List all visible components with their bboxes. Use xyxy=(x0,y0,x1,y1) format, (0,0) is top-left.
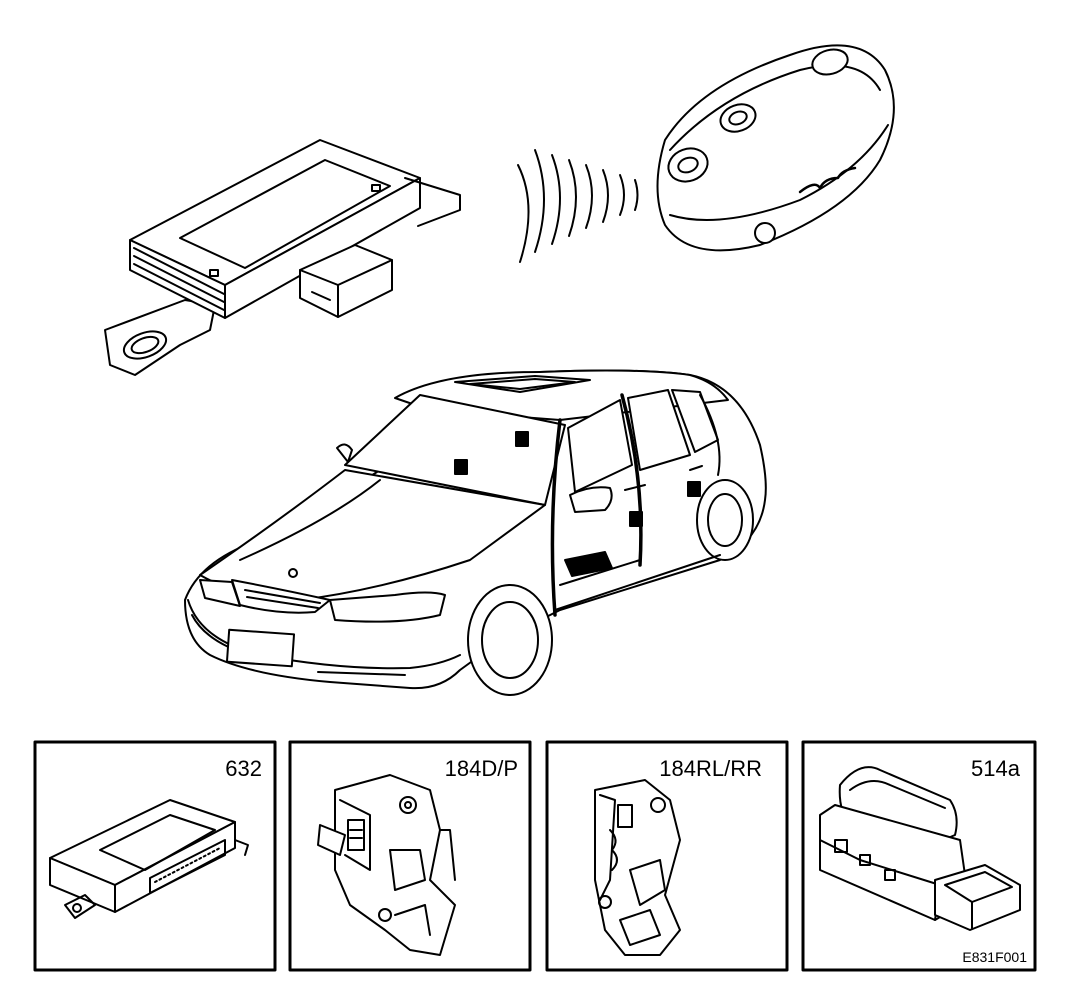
panel-rear-door-lock: 184RL/RR xyxy=(545,740,789,972)
figure-code: E831F001 xyxy=(962,949,1027,965)
key-fob xyxy=(656,44,895,252)
car xyxy=(184,369,767,696)
panel-label-184dp: 184D/P xyxy=(445,756,518,781)
panel-control-module: 632 xyxy=(33,740,277,972)
panel-label-514a: 514a xyxy=(971,756,1021,781)
radio-waves xyxy=(517,149,639,263)
receiver-module xyxy=(104,139,461,376)
panel-label-632: 632 xyxy=(225,756,262,781)
panel-label-184rlrr: 184RL/RR xyxy=(659,756,762,781)
panel-switch: 514a E831F001 xyxy=(801,740,1037,972)
panel-front-door-lock: 184D/P xyxy=(288,740,532,972)
